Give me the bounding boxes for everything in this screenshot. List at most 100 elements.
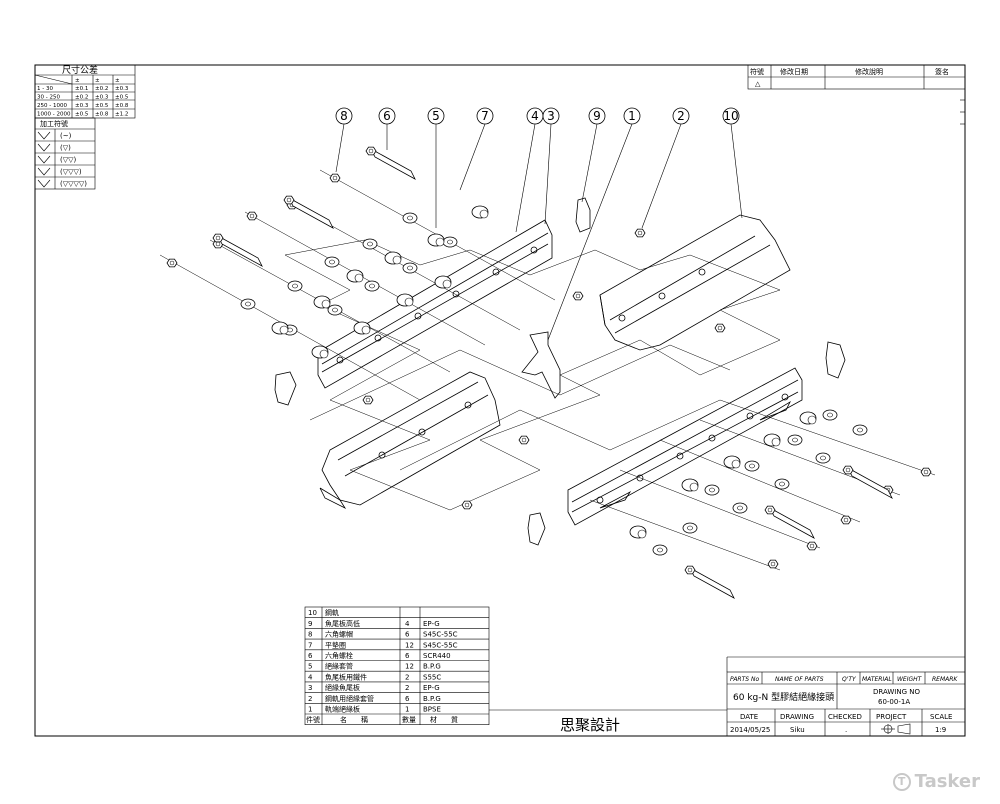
parts-cell: 12 (405, 641, 414, 649)
rail-right (599, 214, 791, 351)
insulating-plate-left (274, 371, 297, 406)
balloon-7: 7 (476, 107, 494, 125)
washer (774, 478, 790, 490)
balloon-4: 4 (526, 107, 544, 125)
tb-label-project: PROJECT (876, 713, 907, 721)
washer (682, 522, 698, 534)
balloon-9: 9 (588, 107, 606, 125)
parts-cell: 絕緣魚尾板 (325, 683, 360, 692)
insulating-sleeve (313, 295, 331, 309)
finish-symbol: (~) (60, 132, 72, 140)
finish-title: 加工符號 (40, 119, 68, 128)
balloon-10: 10 (722, 107, 740, 125)
tb-label-scale: SCALE (930, 713, 952, 721)
hex-nut (840, 515, 852, 525)
tb-label-date: DATE (740, 713, 758, 721)
parts-cell: 六角螺栓 (325, 651, 353, 660)
tb-value-scale: 1:9 (935, 726, 946, 734)
parts-cell: 3 (308, 684, 312, 692)
watermark: T Tasker (892, 771, 980, 792)
finish-symbol: (▽▽▽) (60, 168, 82, 176)
hex-nut (572, 291, 584, 301)
insulating-sleeve (763, 433, 781, 447)
rev-header-2: 修改說明 (855, 67, 883, 76)
hex-nut (764, 505, 776, 515)
surface-finish-icon (37, 131, 51, 140)
tol-col-header: ± (95, 78, 100, 84)
surface-finish-icon (37, 167, 51, 176)
tb-header-0: PARTS No (730, 676, 759, 683)
parts-cell: 魚尾板用鐵件 (325, 672, 367, 681)
insulating-sleeve (427, 233, 445, 247)
center-line (619, 469, 821, 549)
parts-cell: 2 (308, 695, 312, 703)
hex-nut (166, 258, 178, 268)
parts-cell: 絕緣套管 (325, 662, 353, 671)
projection-symbol (881, 723, 911, 735)
rail-left (319, 371, 501, 509)
parts-cell: 2 (405, 684, 409, 692)
parts-list-grid (304, 606, 490, 725)
hex-nut (365, 146, 377, 156)
finish-symbol: (▽) (60, 144, 71, 152)
washer (787, 434, 803, 446)
edge-ticks (960, 99, 965, 125)
parts-cell: 1 (308, 706, 312, 714)
washer (240, 298, 256, 310)
balloon-5: 5 (427, 107, 445, 125)
finish-symbol: (▽▽▽▽) (60, 180, 87, 188)
tb-value-checked: . (845, 726, 847, 734)
hex-nut (212, 233, 224, 243)
center-line (589, 499, 781, 571)
insulating-sleeve (346, 269, 364, 283)
parts-cell: SCR440 (423, 652, 451, 660)
watermark-text: Tasker (914, 771, 980, 792)
parts-cell: 平墊圈 (325, 640, 346, 649)
hex-bolt (217, 235, 263, 267)
balloon-number: 3 (547, 109, 555, 123)
washer (815, 452, 831, 464)
surface-finish-icon (37, 179, 51, 188)
drawing-border (34, 64, 966, 737)
fasteners (159, 146, 936, 599)
tb-value-date: 2014/05/25 (730, 726, 770, 734)
fishplate-right (567, 367, 803, 526)
parts-cell: B.P.G (423, 695, 441, 703)
balloon-number: 2 (677, 109, 685, 123)
insulating-plate-right (825, 341, 846, 379)
rev-header-0: 符號 (750, 67, 764, 76)
tol-cell: ±0.2 (75, 95, 88, 101)
tb-header-5: REMARK (932, 676, 958, 683)
hex-bolt (847, 467, 893, 499)
hex-bolt (689, 567, 735, 599)
tolerance-rows: ±±±1 - 30±0.1±0.2±0.330 - 250±0.2±0.3±0.… (37, 78, 129, 118)
parts-cell: 4 (308, 673, 313, 681)
parts-cell: 6 (308, 652, 313, 660)
parts-cell: EP-G (423, 620, 440, 628)
washer (287, 280, 303, 292)
insulating-sleeve (384, 251, 402, 265)
balloon-number: 6 (383, 109, 391, 123)
end-insulator (521, 331, 561, 399)
finish-rows: (~)(▽)(▽▽)(▽▽▽)(▽▽▽▽) (37, 131, 87, 188)
washer (442, 236, 458, 248)
surface-finish-icon (37, 155, 51, 164)
hex-bolt (769, 507, 815, 539)
balloon-number: 4 (531, 109, 539, 123)
tol-cell: ±1.2 (115, 112, 128, 118)
parts-footer-cell: 名 稱 (340, 715, 368, 724)
washer (402, 262, 418, 274)
washer (732, 502, 748, 514)
tb-value-drawing: Siku (790, 726, 805, 734)
tol-cell: ±0.8 (95, 112, 109, 118)
parts-cell: 7 (308, 641, 312, 649)
tasker-logo-icon: T (892, 772, 911, 791)
parts-cell: BPSE (423, 706, 441, 714)
hex-bolt (370, 148, 416, 180)
parts-cell: 5 (308, 663, 312, 671)
surface-finish-icon (37, 143, 51, 152)
insulating-sleeve (311, 345, 329, 359)
balloon-6: 6 (378, 107, 396, 125)
